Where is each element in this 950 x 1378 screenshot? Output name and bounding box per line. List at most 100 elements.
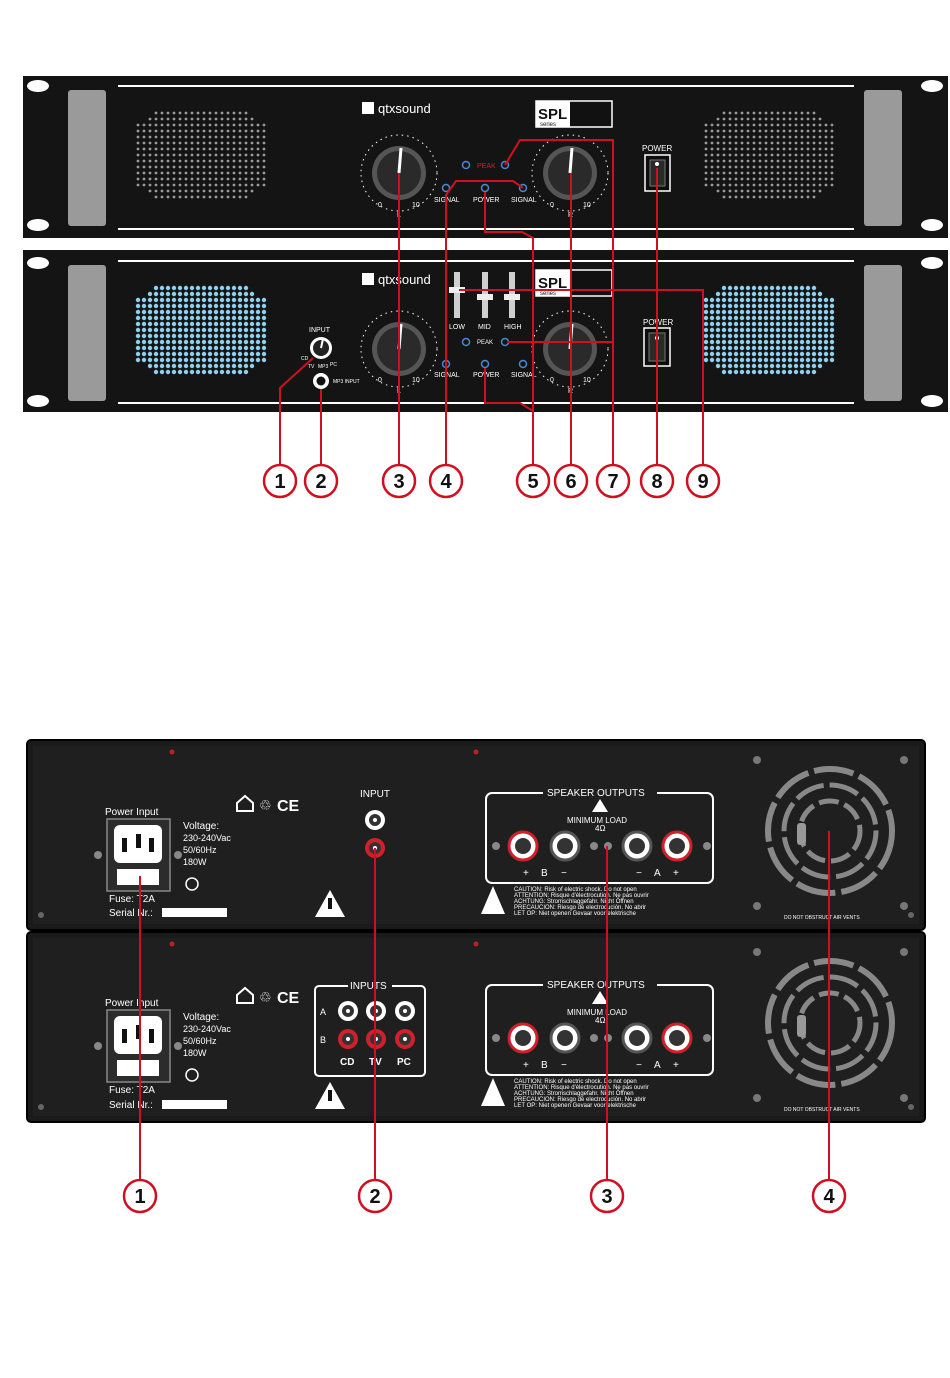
mp3-input-jack[interactable] <box>313 373 329 389</box>
rca-pc-red[interactable] <box>395 1029 415 1049</box>
grille-dot <box>728 177 732 181</box>
knob-min-label: 0 <box>378 377 382 384</box>
speaker-terminal-a-minus[interactable] <box>621 830 653 862</box>
eq-slider-high[interactable] <box>504 272 520 318</box>
grille-dot <box>776 129 780 133</box>
grille-dot <box>183 315 189 321</box>
speaker-terminal-b-plus[interactable] <box>507 1022 539 1054</box>
grille-dot <box>136 177 140 181</box>
grille-dot <box>769 321 775 327</box>
serial-field <box>162 1100 227 1109</box>
grille-dot <box>213 291 219 297</box>
grille-dot <box>190 147 194 151</box>
grille-dot <box>160 177 164 181</box>
grille-dot <box>764 183 768 187</box>
speaker-terminal-b-minus[interactable] <box>549 1022 581 1054</box>
grille-dot <box>781 351 787 357</box>
grille-dot <box>148 177 152 181</box>
grille-dot <box>250 159 254 163</box>
rca-input-white[interactable] <box>365 810 385 830</box>
grille-dot <box>184 141 188 145</box>
grille-dot <box>782 135 786 139</box>
input-selector-label: INPUT <box>309 327 331 334</box>
speaker-terminal-a-plus[interactable] <box>661 830 693 862</box>
grille-dot <box>794 165 798 169</box>
fuse-drawer[interactable] <box>117 1060 159 1076</box>
grille-dot <box>769 369 775 375</box>
grille-dot <box>238 129 242 133</box>
grille-dot <box>160 195 164 199</box>
grille-dot <box>824 171 828 175</box>
speaker-terminal-b-minus[interactable] <box>549 830 581 862</box>
grille-dot <box>196 123 200 127</box>
grille-dot <box>746 123 750 127</box>
grille-dot <box>165 357 171 363</box>
rca-cd-red[interactable] <box>338 1029 358 1049</box>
grille-dot <box>757 345 763 351</box>
grille-dot <box>190 177 194 181</box>
grille-dot <box>153 369 159 375</box>
grille-dot <box>734 141 738 145</box>
grille-dot <box>758 183 762 187</box>
grille-dot <box>770 165 774 169</box>
grille-dot <box>763 309 769 315</box>
min-load-label: MINIMUM LOAD <box>567 816 627 825</box>
grille-dot <box>165 339 171 345</box>
grille-dot <box>243 321 249 327</box>
grille-dot <box>178 195 182 199</box>
grille-dot <box>752 147 756 151</box>
grille-dot <box>213 345 219 351</box>
grille-dot <box>763 285 769 291</box>
grille-dot <box>709 315 715 321</box>
grille-dot <box>237 333 243 339</box>
grille-dot <box>195 369 201 375</box>
grille-dot <box>196 117 200 121</box>
iec-pin <box>122 838 127 852</box>
rack-hole <box>921 395 943 407</box>
grille-dot <box>208 177 212 181</box>
grille-dot <box>136 135 140 139</box>
grille-dot <box>184 147 188 151</box>
grille-dot <box>709 339 715 345</box>
grille-dot <box>788 129 792 133</box>
grille-dot <box>751 351 757 357</box>
input-selector-knob[interactable] <box>310 337 332 359</box>
rca-pc-white[interactable] <box>395 1001 415 1021</box>
grille-dot <box>189 285 195 291</box>
grille-dot <box>220 111 224 115</box>
grille-dot <box>800 189 804 193</box>
voltage-title: Voltage: <box>183 1012 219 1023</box>
grille-dot <box>214 195 218 199</box>
grille-dot <box>250 171 254 175</box>
grille-dot <box>202 165 206 169</box>
eq-slider-mid[interactable] <box>477 272 493 318</box>
terminal-minus: − <box>636 868 642 879</box>
grille-dot <box>811 309 817 315</box>
grille-dot <box>190 171 194 175</box>
grille-dot <box>190 135 194 139</box>
model-name: SPL <box>538 106 567 123</box>
grille-dot <box>793 327 799 333</box>
power-led <box>480 183 490 193</box>
speaker-terminal-b-plus[interactable] <box>507 830 539 862</box>
grille-dot <box>703 351 709 357</box>
grille-dot <box>159 363 165 369</box>
grille-dot <box>256 123 260 127</box>
eq-slider-low[interactable] <box>449 272 465 318</box>
grille-dot <box>746 111 750 115</box>
grille-dot <box>166 159 170 163</box>
grille-dot <box>733 339 739 345</box>
grille-dot <box>824 123 828 127</box>
grille-dot <box>249 333 255 339</box>
grille-dot <box>799 345 805 351</box>
speaker-terminal-a-plus[interactable] <box>661 1022 693 1054</box>
grille-dot <box>710 129 714 133</box>
fuse-drawer[interactable] <box>117 869 159 885</box>
grille-dot <box>806 141 810 145</box>
speaker-terminal-a-minus[interactable] <box>621 1022 653 1054</box>
rca-cd-white[interactable] <box>338 1001 358 1021</box>
grille-dot <box>794 177 798 181</box>
grille-dot <box>733 327 739 333</box>
grille-dot <box>231 369 237 375</box>
